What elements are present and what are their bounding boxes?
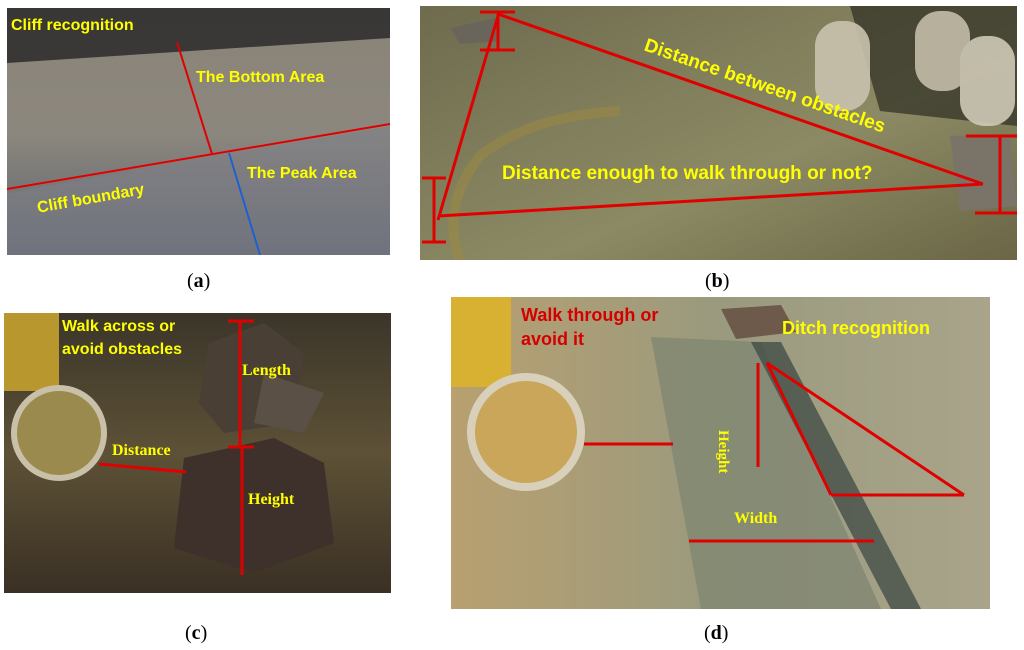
panel-d-ditch: Walk through or avoid it Ditch recogniti…	[451, 297, 990, 609]
panel-a-cliff: Cliff recognition The Bottom Area Cliff …	[7, 8, 390, 255]
caption-a: (a)	[187, 270, 211, 292]
panel-c-photo	[4, 313, 391, 593]
avoid-obstacles-label: avoid obstacles	[62, 341, 183, 358]
height-label-d: Height	[715, 430, 731, 474]
caption-c: (c)	[185, 622, 208, 644]
height-label-c: Height	[248, 491, 295, 508]
caption-b: (b)	[705, 270, 730, 292]
peak-area-label: The Peak Area	[247, 165, 357, 182]
caption-d: (d)	[704, 622, 729, 644]
rover-wheels	[815, 11, 1015, 126]
ditch-recognition-label: Ditch recognition	[782, 318, 930, 338]
length-label: Length	[242, 362, 291, 379]
distance-enough-label: Distance enough to walk through or not?	[502, 163, 873, 184]
cliff-recognition-label: Cliff recognition	[11, 17, 134, 34]
panel-b-obstacle-distance: Distance between obstacles Distance enou…	[420, 6, 1017, 260]
avoid-it-label: avoid it	[521, 329, 585, 349]
distance-label: Distance	[112, 442, 171, 459]
panel-d-photo	[451, 297, 990, 609]
width-label: Width	[734, 510, 778, 527]
cliff-boundary-line	[7, 123, 390, 190]
bottom-area-divider	[176, 41, 213, 155]
walk-across-label: Walk across or	[62, 318, 176, 335]
peak-area-divider	[228, 152, 261, 255]
panel-b-photo	[420, 6, 1017, 260]
panel-c-obstacle: Walk across or avoid obstacles Length Di…	[4, 313, 391, 593]
walk-through-label: Walk through or	[521, 305, 659, 325]
panel-a-photo	[7, 8, 390, 255]
bottom-area-label: The Bottom Area	[196, 69, 325, 86]
